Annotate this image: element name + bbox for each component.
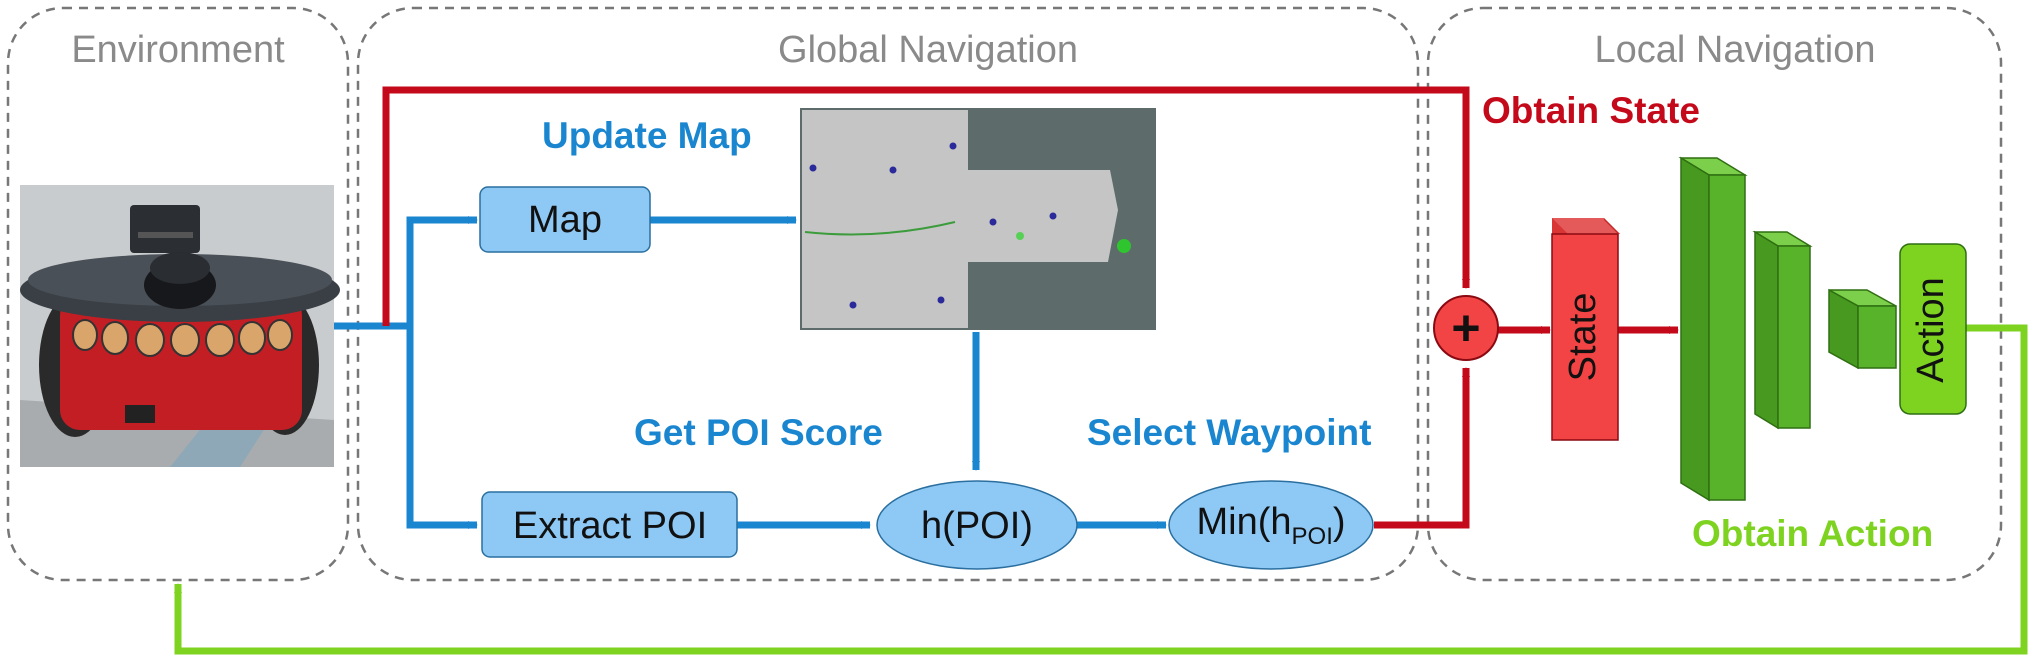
plus-junction: + xyxy=(1433,295,1499,361)
state-block: State xyxy=(1551,218,1620,441)
extract-poi-node: Extract POI xyxy=(481,491,738,558)
h-poi-node: h(POI) xyxy=(876,480,1078,570)
local-navigation-title: Local Navigation xyxy=(1595,29,1876,71)
network-layer-3 xyxy=(1828,288,1897,370)
state-block-label: State xyxy=(1562,293,1604,382)
arrow-robot-to-map xyxy=(406,216,478,326)
action-block-label: Action xyxy=(1910,277,1952,383)
arrow-action-to-environment xyxy=(174,324,2028,655)
network-layer-2 xyxy=(1752,230,1813,430)
arrow-robot-to-extract-poi xyxy=(406,326,478,529)
occupancy-map-image xyxy=(800,108,1156,330)
environment-title: Environment xyxy=(71,29,285,71)
obtain-action-label: Obtain Action xyxy=(1692,513,1933,554)
robot-photo xyxy=(20,185,340,467)
min-h-poi-node: Min(hPOI) xyxy=(1168,480,1374,570)
global-navigation-title: Global Navigation xyxy=(778,29,1078,71)
environment-region xyxy=(6,6,350,582)
plus-junction-label: + xyxy=(1451,300,1480,356)
select-waypoint-label: Select Waypoint xyxy=(1087,412,1371,453)
action-block: Action xyxy=(1899,243,1967,415)
min-h-poi-node-label: Min(hPOI) xyxy=(1196,501,1345,550)
global-navigation-region xyxy=(356,6,1420,582)
h-poi-node-label: h(POI) xyxy=(921,505,1033,547)
extract-poi-node-label: Extract POI xyxy=(513,505,707,547)
update-map-label: Update Map xyxy=(542,115,752,156)
map-node-label: Map xyxy=(528,199,602,241)
network-layer-1 xyxy=(1678,156,1748,502)
local-navigation-region xyxy=(1426,6,2003,582)
arrow-min-to-plus-bottom xyxy=(1374,367,1470,529)
obtain-state-label: Obtain State xyxy=(1482,90,1700,131)
arrow-robot-to-plus-top xyxy=(382,86,1470,326)
map-node: Map xyxy=(479,186,651,253)
get-poi-score-label: Get POI Score xyxy=(634,412,883,453)
